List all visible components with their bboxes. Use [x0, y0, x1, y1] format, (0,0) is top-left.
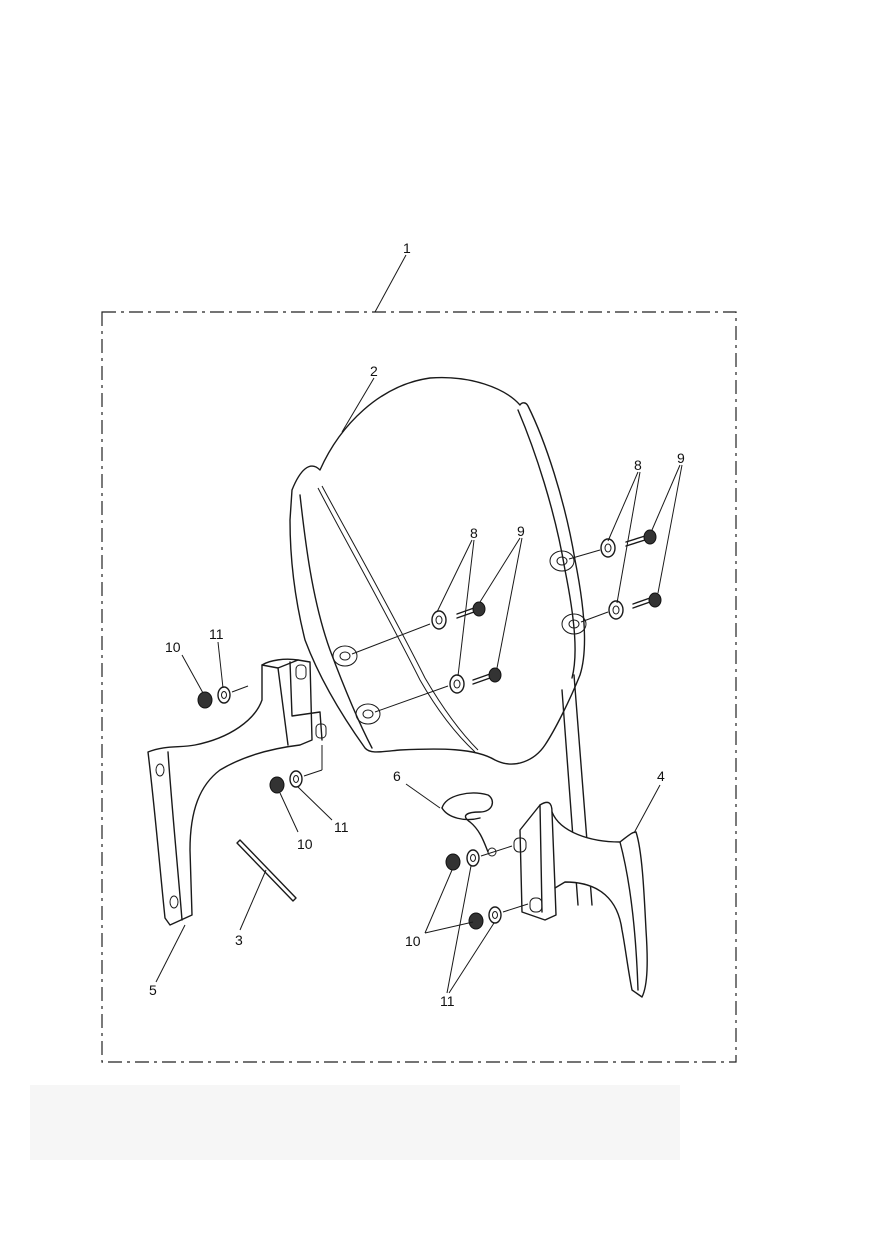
windscreen	[289, 376, 587, 765]
washers-screws-right	[600, 529, 662, 620]
callout-1: 1	[403, 240, 411, 256]
callout-4: 4	[657, 768, 665, 784]
callout-3: 3	[235, 932, 243, 948]
callout-10-right: 10	[405, 933, 421, 949]
callout-11-right: 11	[440, 993, 455, 1009]
callout-9-left: 9	[517, 523, 525, 539]
wire-clip	[441, 792, 497, 857]
callout-8-right: 8	[634, 457, 642, 473]
washers-screws-left	[431, 601, 502, 694]
rod	[236, 839, 297, 902]
left-fixings	[197, 685, 323, 794]
kit-boundary	[101, 311, 737, 1063]
callout-2: 2	[370, 363, 378, 379]
callout-9-right: 9	[677, 450, 685, 466]
callout-11-upper-left: 11	[209, 626, 224, 642]
right-bracket	[513, 674, 648, 998]
callout-10-lower-left: 10	[297, 836, 313, 852]
callout-10-upper-left: 10	[165, 639, 181, 655]
right-fixings	[445, 845, 529, 930]
leader-lines	[155, 254, 683, 994]
left-bracket	[147, 658, 327, 926]
callout-6: 6	[393, 768, 401, 784]
callout-11-lower-left: 11	[334, 819, 349, 835]
callout-5: 5	[149, 982, 157, 998]
callout-labels: 1 2 3 4 5 6 8 8 9 9 10 10 10 11 11 11	[149, 240, 685, 1009]
callout-8-left: 8	[470, 525, 478, 541]
scan-smudge	[30, 1085, 680, 1160]
